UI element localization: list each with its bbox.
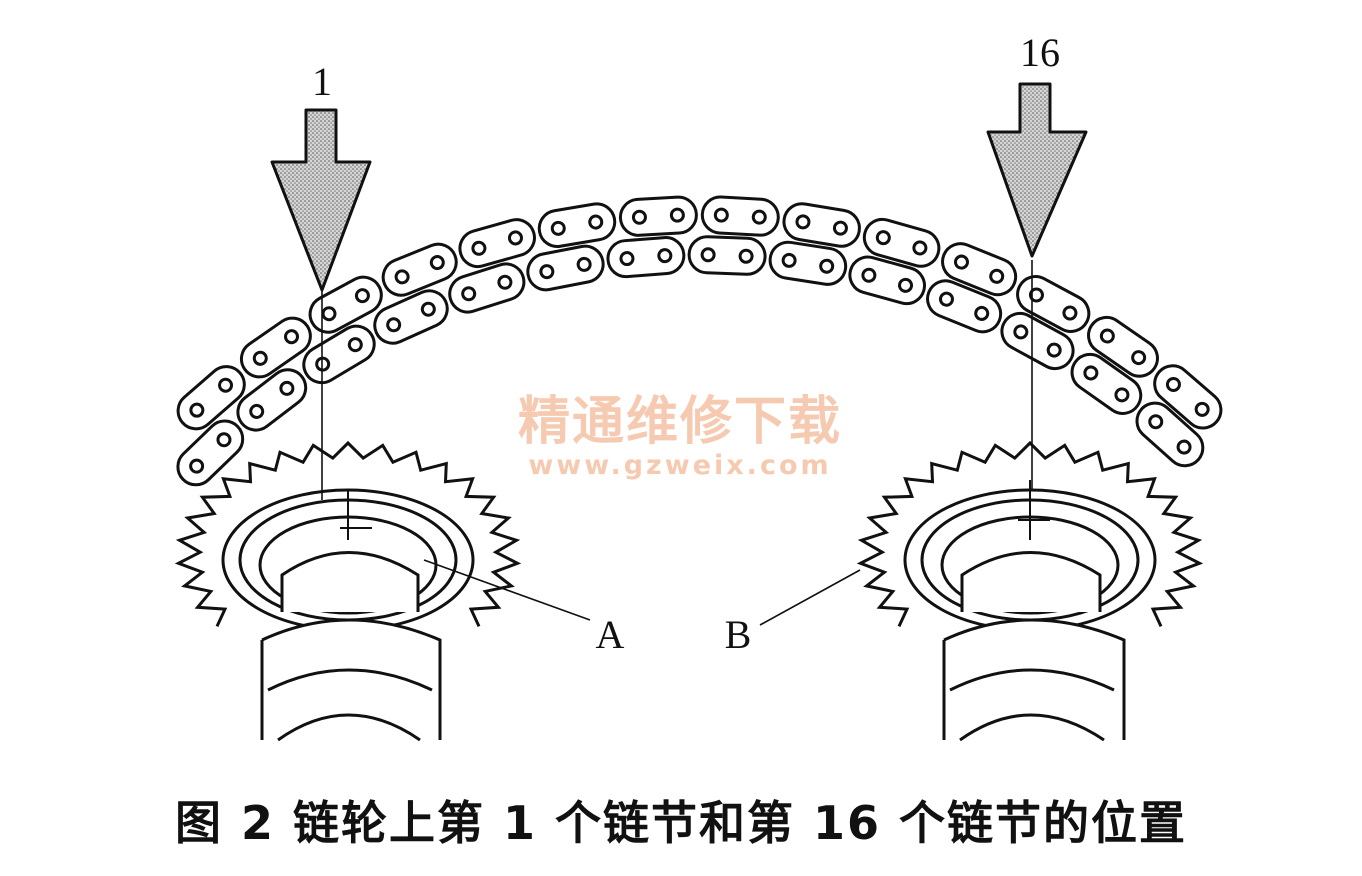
chain-link	[176, 419, 245, 487]
chain-link	[1153, 364, 1223, 430]
chain-link	[537, 202, 617, 249]
chain-link	[1000, 311, 1075, 371]
chain-link	[687, 235, 767, 276]
chain-link	[782, 202, 861, 248]
chain-link	[618, 195, 698, 237]
chain-front-row	[176, 235, 1205, 487]
chain-link	[1070, 352, 1143, 415]
chain-link	[373, 289, 449, 345]
arrow-link-16-icon	[986, 82, 1088, 258]
chain-link	[700, 195, 780, 237]
chain-link	[526, 244, 605, 292]
chain-link	[176, 365, 246, 431]
chain-link	[606, 236, 686, 279]
chain-link	[308, 275, 383, 334]
arrow-link-1-icon	[270, 108, 372, 292]
watermark-title: 精通维修下载	[517, 392, 842, 452]
watermark-url: www.gzweix.com	[528, 450, 832, 481]
chain-link	[381, 242, 458, 297]
chain-link	[448, 262, 526, 314]
label-a: A	[596, 612, 625, 657]
chain-link	[926, 279, 1003, 334]
chain-link	[1016, 275, 1091, 333]
label-link-16: 16	[1020, 30, 1060, 75]
figure-caption: 图 2 链轮上第 1 个链节和第 16 个链节的位置	[174, 796, 1188, 850]
sprocket-left	[174, 440, 591, 742]
label-link-1: 1	[312, 59, 332, 104]
chain-link	[458, 218, 536, 269]
chain-link	[862, 217, 941, 268]
chain-link	[236, 368, 308, 432]
label-b: B	[725, 612, 752, 657]
chain-link	[239, 316, 312, 379]
sprocket-right	[759, 440, 1204, 742]
callout-line-a	[423, 559, 591, 621]
chain-link	[941, 242, 1018, 297]
chain-link	[1087, 315, 1159, 378]
chain-link	[1135, 401, 1205, 468]
chain-back-row	[176, 195, 1223, 431]
chain-link	[768, 240, 848, 286]
chain-link	[848, 255, 926, 306]
callout-line-b	[759, 569, 861, 626]
